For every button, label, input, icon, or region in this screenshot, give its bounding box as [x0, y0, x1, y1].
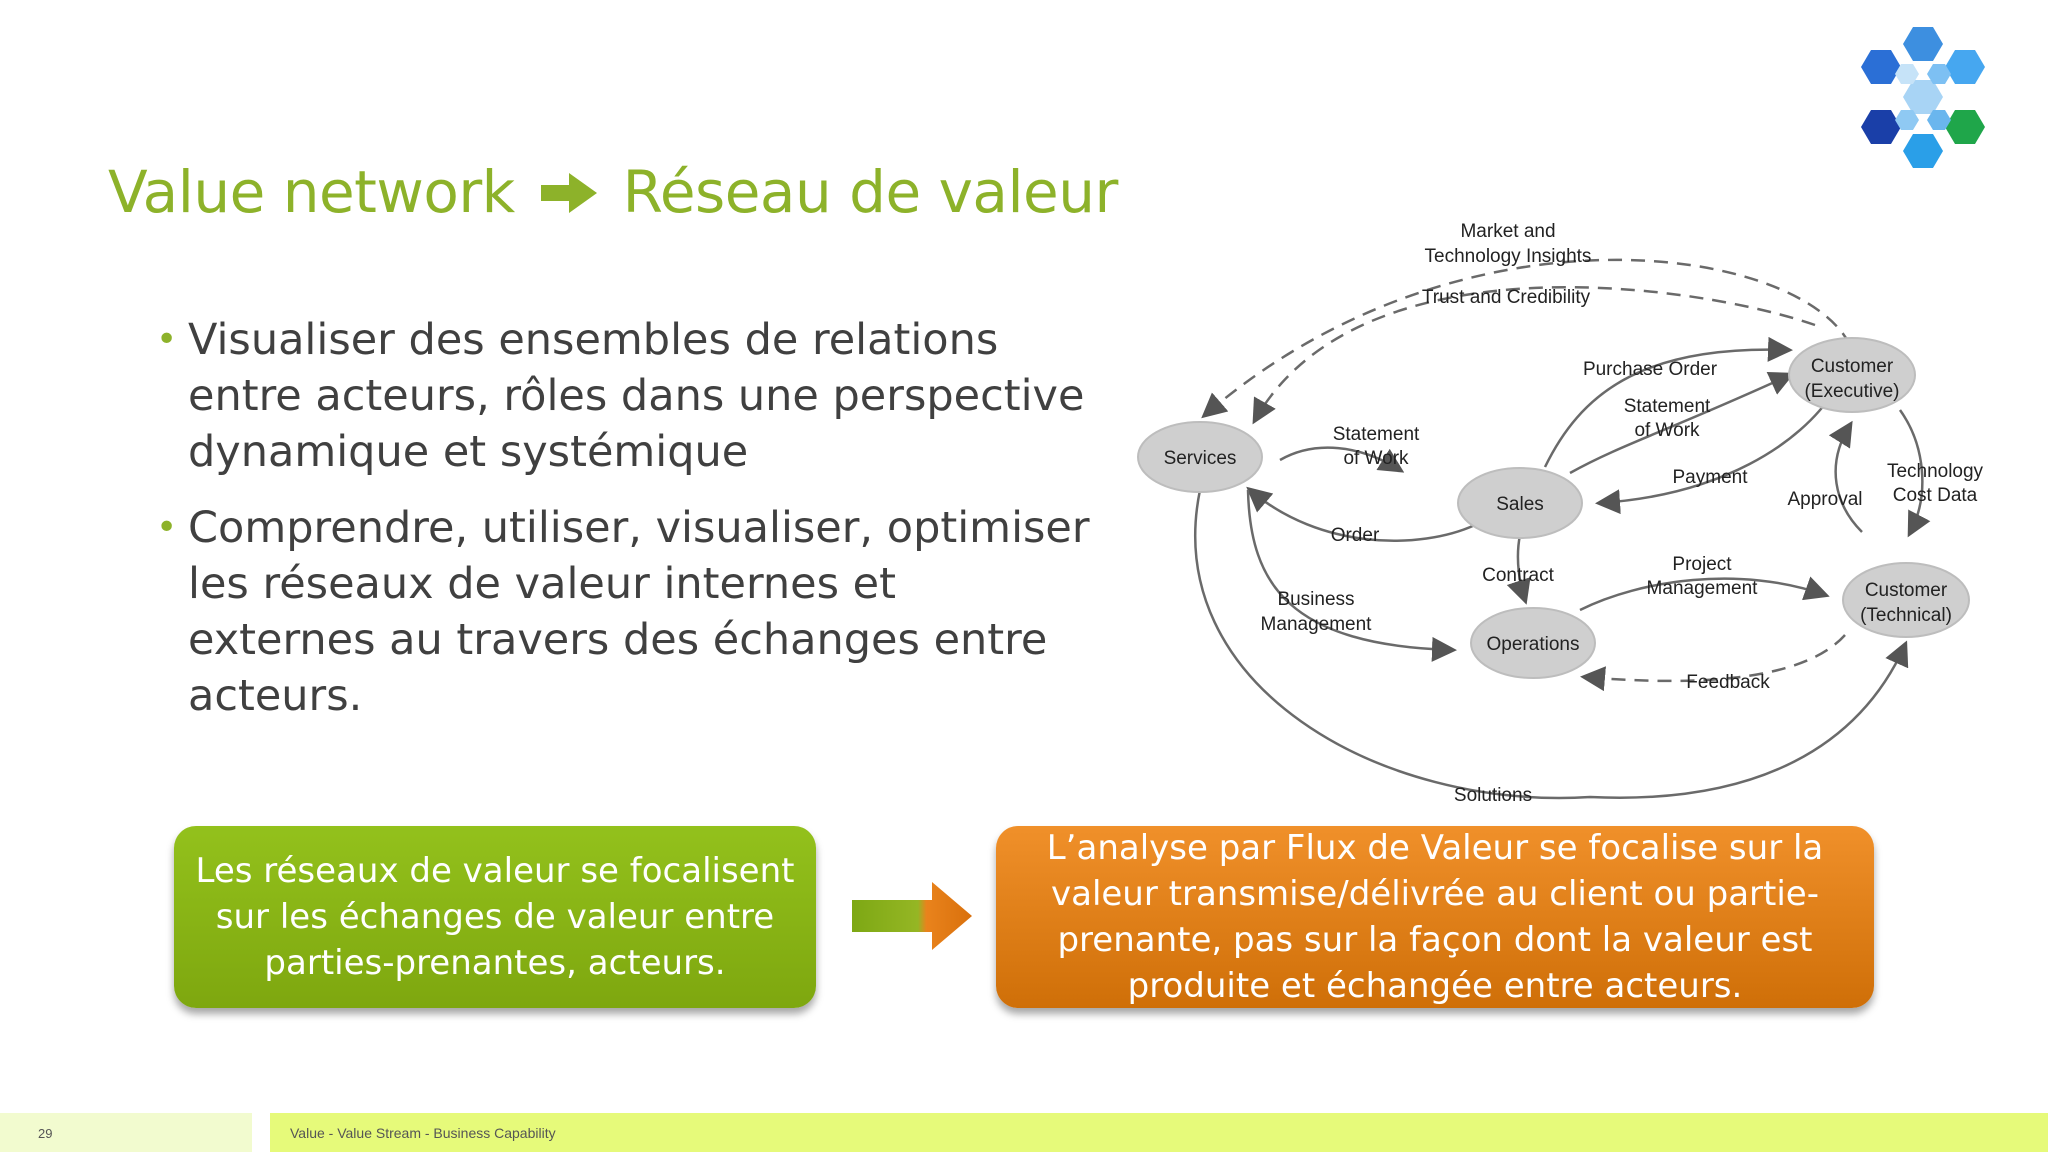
- edge-label-contract: Contract: [1482, 565, 1555, 586]
- edge-label-tech-cost: Technology: [1887, 461, 1984, 482]
- edge-label-approval: Approval: [1788, 489, 1863, 510]
- node-sales-label: Sales: [1496, 494, 1544, 515]
- green-orange-arrow-icon: [850, 880, 975, 952]
- edge-label-business-2: Management: [1261, 614, 1373, 635]
- bullet-text: Visualiser des ensembles de relations en…: [188, 315, 1085, 477]
- edge-label-feedback: Feedback: [1686, 672, 1770, 693]
- page-number: 29: [38, 1126, 53, 1141]
- edge-label-market-2: Technology Insights: [1425, 246, 1592, 267]
- edge-label-market: Market and: [1460, 221, 1555, 242]
- footer-bar: [270, 1113, 2048, 1152]
- node-operations: Operations: [1470, 607, 1596, 679]
- slide-title: Value network Réseau de valeur: [108, 158, 1118, 226]
- edge-label-project: Project: [1672, 554, 1732, 575]
- footer-text: Value - Value Stream - Business Capabili…: [290, 1125, 556, 1141]
- node-customer-executive: Customer (Executive): [1788, 337, 1916, 413]
- footer-page-area: [0, 1113, 252, 1152]
- node-services-label: Services: [1164, 448, 1237, 469]
- value-network-diagram: Services Sales Operations Customer (Exec…: [1100, 205, 2020, 815]
- node-customer-technical-sublabel: (Technical): [1860, 605, 1952, 626]
- node-operations-label: Operations: [1487, 634, 1580, 655]
- puzzle-hexagon-logo: [1825, 22, 2005, 177]
- edge-label-sow-services-2: of Work: [1343, 448, 1409, 469]
- bullet-list: • Visualiser des ensembles de relations …: [150, 312, 1090, 744]
- bullet-item: • Visualiser des ensembles de relations …: [150, 312, 1090, 480]
- title-french: Réseau de valeur: [622, 158, 1119, 226]
- bullet-item: • Comprendre, utiliser, visualiser, opti…: [150, 500, 1090, 724]
- edge-label-payment: Payment: [1673, 467, 1749, 488]
- value-network-callout: Les réseaux de valeur se focalisent sur …: [174, 826, 816, 1008]
- bullet-dot-icon: •: [156, 319, 178, 360]
- right-arrow-icon: [539, 158, 599, 226]
- value-stream-callout: L’analyse par Flux de Valeur se focalise…: [996, 826, 1874, 1008]
- edge-label-sow-services: Statement: [1333, 424, 1420, 445]
- edge-label-sow-sales-2: of Work: [1634, 420, 1700, 441]
- value-stream-callout-text: L’analyse par Flux de Valeur se focalise…: [1046, 828, 1824, 1006]
- node-customer-executive-label: Customer: [1811, 356, 1894, 377]
- edge-label-order: Order: [1331, 525, 1380, 546]
- edge-label-solutions: Solutions: [1454, 785, 1532, 806]
- bullet-text: Comprendre, utiliser, visualiser, optimi…: [188, 503, 1090, 721]
- edge-label-trust: Trust and Credibility: [1422, 287, 1591, 308]
- node-customer-technical: Customer (Technical): [1842, 562, 1970, 638]
- edge-label-sow-sales: Statement: [1624, 396, 1711, 417]
- node-services: Services: [1137, 421, 1263, 493]
- value-network-callout-text: Les réseaux de valeur se focalisent sur …: [195, 851, 795, 983]
- edge-label-tech-cost-2: Cost Data: [1893, 485, 1978, 506]
- node-customer-executive-sublabel: (Executive): [1804, 381, 1899, 402]
- edge-label-purchase-order: Purchase Order: [1583, 359, 1718, 380]
- title-english: Value network: [108, 158, 515, 226]
- bullet-dot-icon: •: [156, 507, 178, 548]
- node-sales: Sales: [1457, 467, 1583, 539]
- edge-label-business: Business: [1277, 589, 1354, 610]
- edge-label-project-2: Management: [1647, 578, 1759, 599]
- node-customer-technical-label: Customer: [1865, 580, 1948, 601]
